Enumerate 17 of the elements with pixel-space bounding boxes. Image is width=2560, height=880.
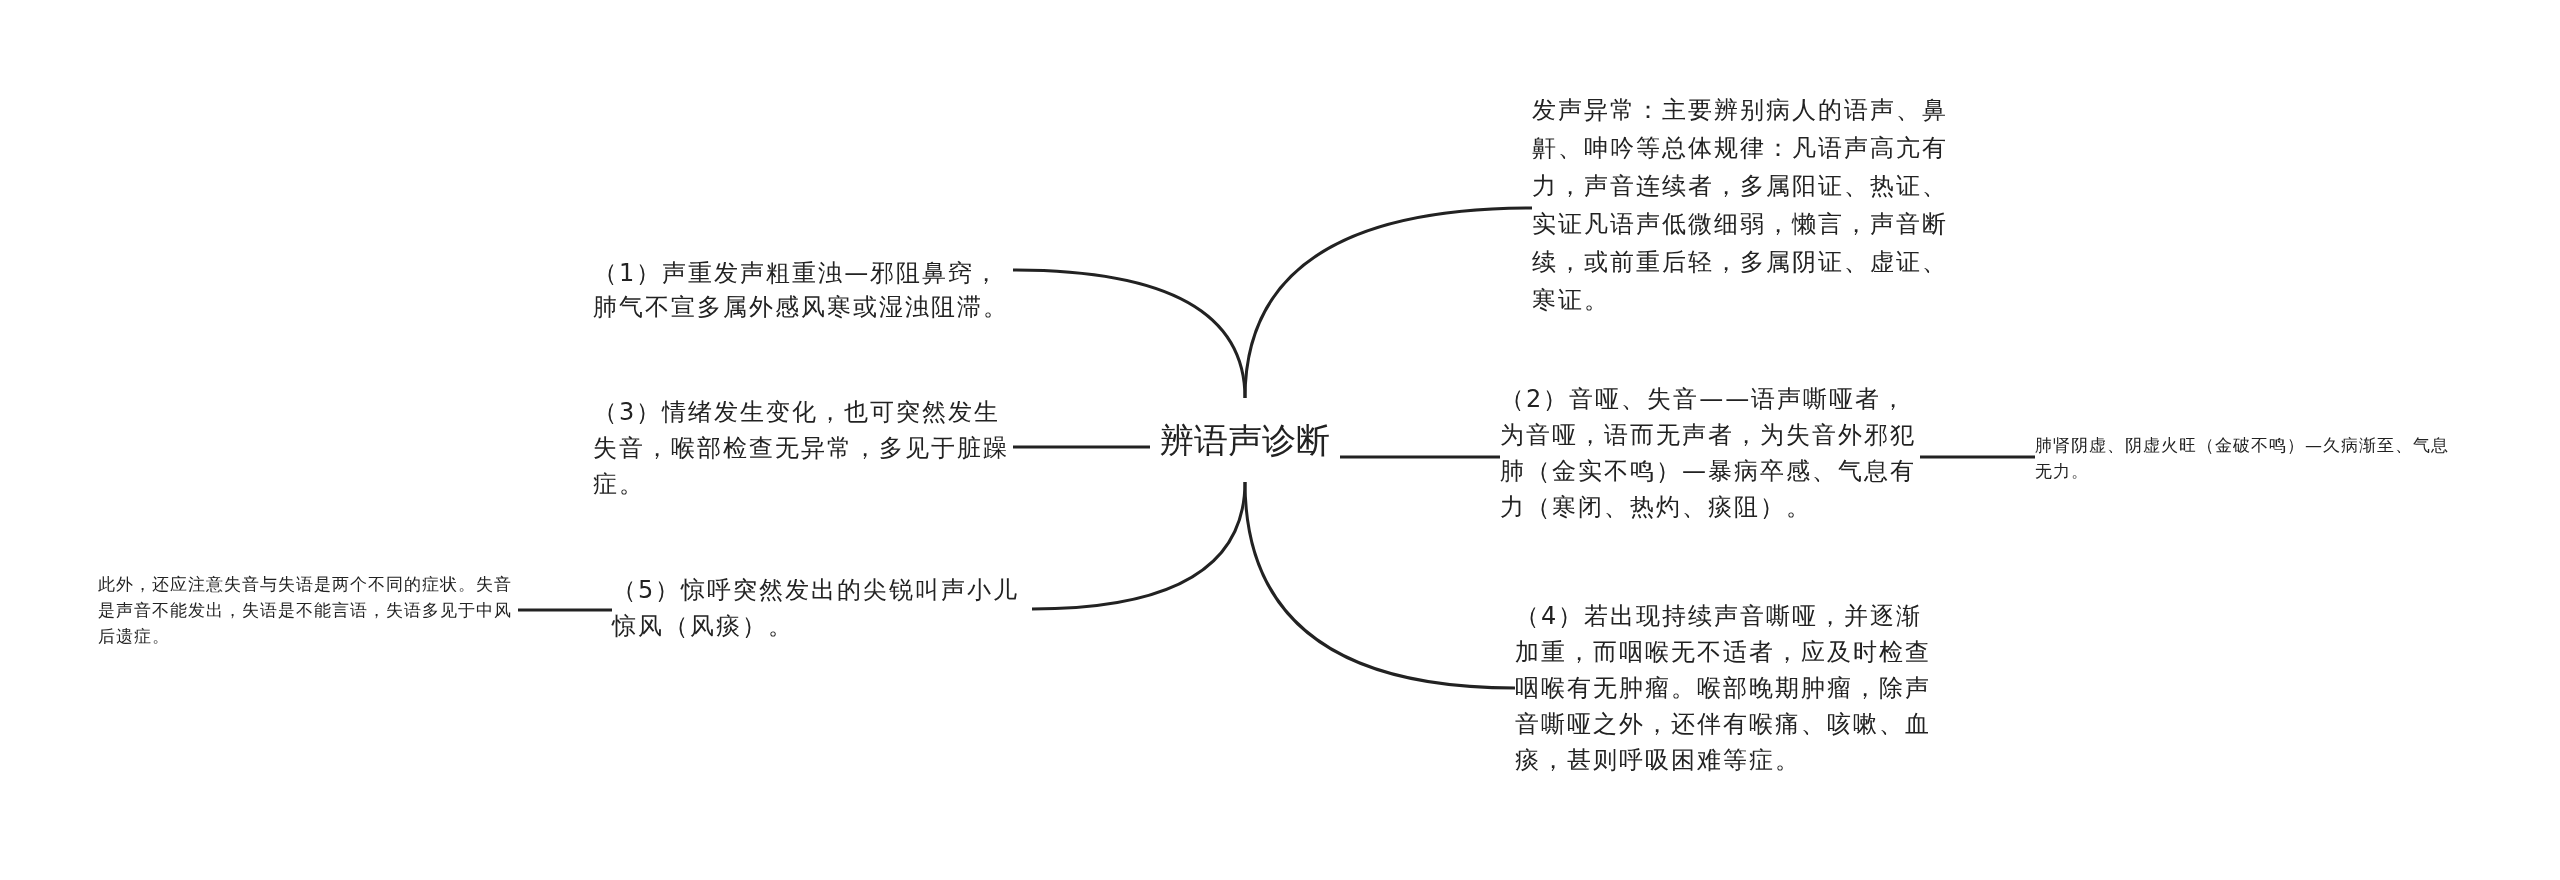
topic-text: （4）若出现持续声音嘶哑，并逐渐加重，而咽喉无不适者，应及时检查咽喉有无肿瘤。喉部晚期肿瘤，除声音嘶哑之外，还伴有喉痛、咳嗽、血痰，甚则呼吸困难等症。 [1515, 600, 1932, 776]
topic-text: （5）惊呼突然发出的尖锐叫声小儿惊风（风痰）。 [612, 574, 1021, 642]
connector-line [1012, 268, 1247, 399]
topic-text: （1）声重发声粗重浊—邪阻鼻窍，肺气不宣多属外感风寒或湿浊阻滞。 [593, 258, 1010, 323]
connector-line [1031, 481, 1247, 611]
connector-line [1340, 455, 1500, 459]
connector-line [1920, 455, 2035, 459]
connector-line [1013, 445, 1150, 449]
subtopic-text: 肺肾阴虚、阴虚火旺（金破不鸣）—久病渐至、气息无力。 [2035, 434, 2450, 483]
topic-text: （2）音哑、失音——语声嘶哑者，为音哑，语而无声者，为失音外邪犯肺（金实不鸣）—暴病卒感、气息有力（寒闭、热灼、痰阻）。 [1500, 384, 1917, 523]
topic-text: （3）情绪发生变化，也可突然发生失音，喉部检查无异常，多见于脏躁症。 [593, 396, 1010, 500]
subtopic-text: 此外，还应注意失音与失语是两个不同的症状。失音是声音不能发出，失语是不能言语，失语多见于中风后遗症。 [98, 573, 513, 648]
central-topic: 辨语声诊断 [1159, 418, 1331, 462]
connector-line [1243, 206, 1533, 399]
connector-line [1243, 481, 1516, 690]
topic-text: 发声异常：主要辨别病人的语声、鼻鼾、呻吟等总体规律：凡语声高亢有力，声音连续者，多属阳证、热证、实证凡语声低微细弱，懒言，声音断续，或前重后轻，多属阴证、虚证、寒证。 [1532, 95, 1949, 316]
connector-line [518, 608, 612, 612]
